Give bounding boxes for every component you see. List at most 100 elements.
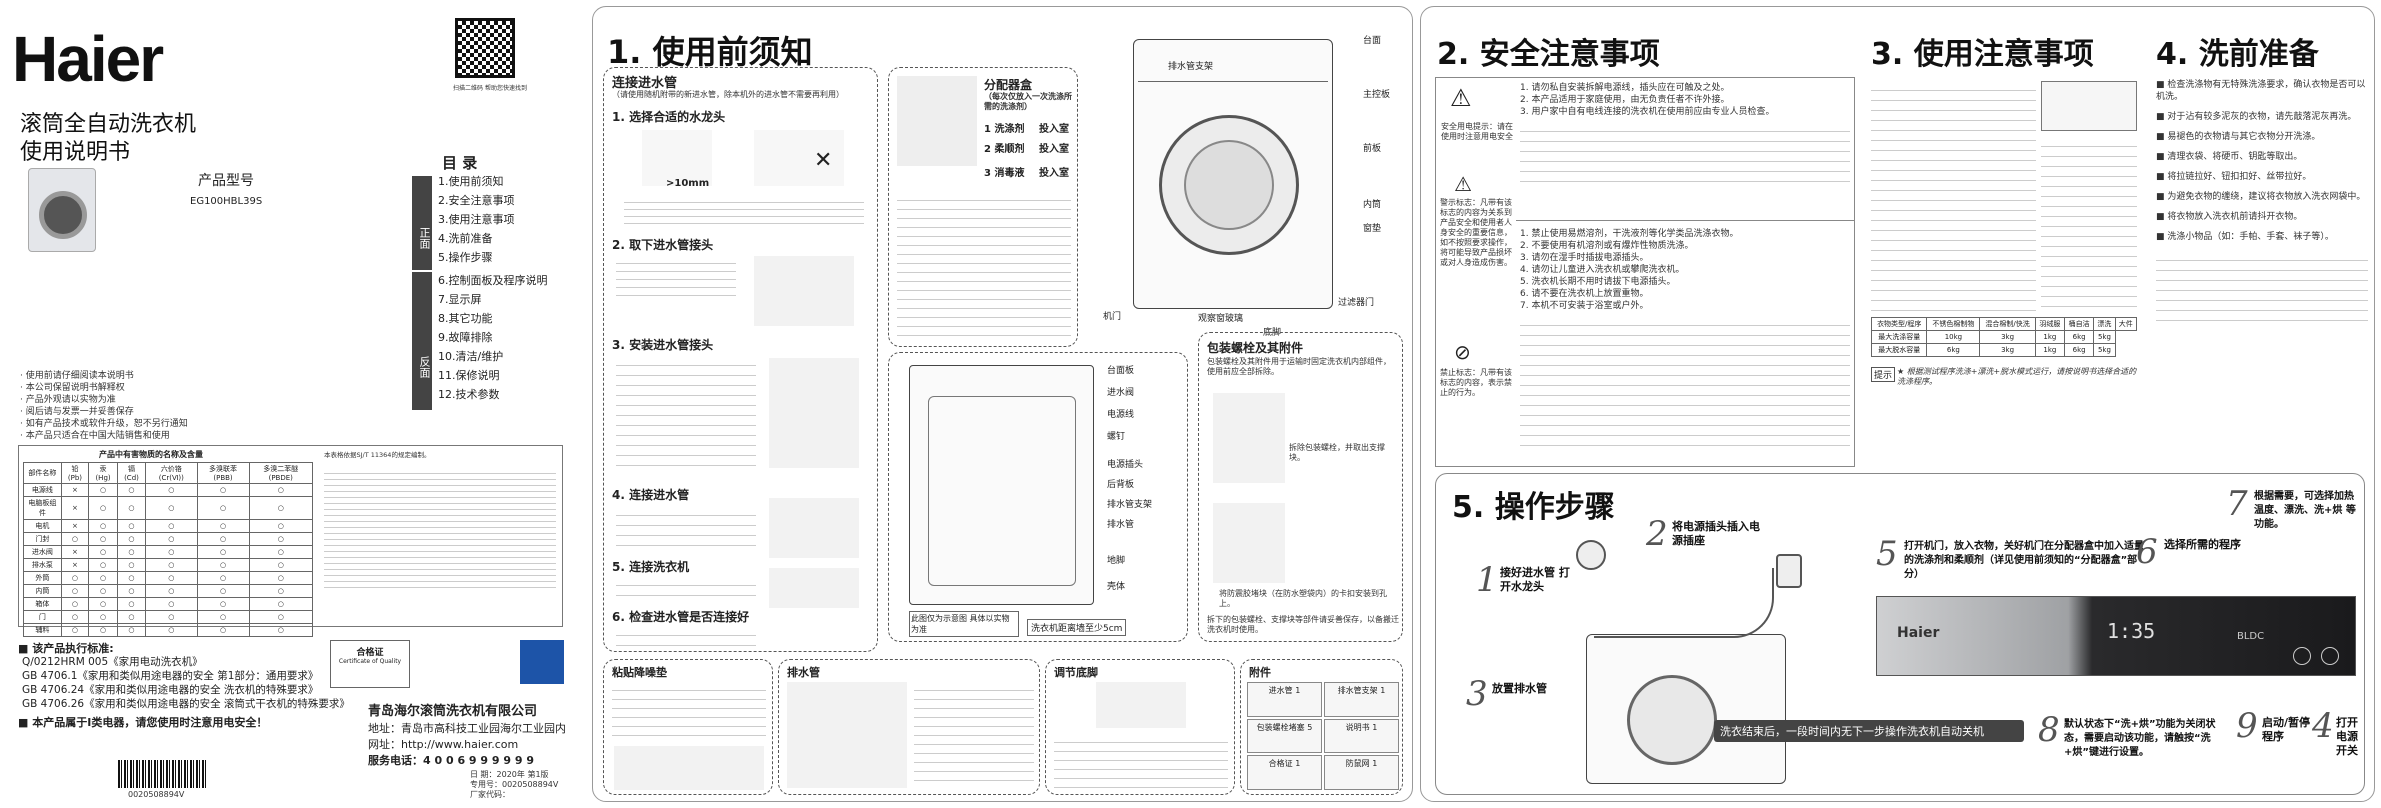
- hose-line: [1594, 568, 1774, 638]
- section1-title: 1. 使用前须知: [607, 33, 813, 71]
- capacity-header: 桶自洁: [2064, 317, 2095, 331]
- toc-item[interactable]: 4.洗前准备: [438, 232, 493, 245]
- step5-image: [769, 568, 859, 608]
- toc-item[interactable]: 2.安全注意事项: [438, 194, 515, 207]
- table-cell: ×: [60, 519, 90, 533]
- cert-label: 合格证: [356, 648, 384, 658]
- table-cell: ○: [248, 610, 314, 624]
- toc-item[interactable]: 3.使用注意事项: [438, 213, 515, 226]
- bolt-image-2: [1213, 503, 1285, 583]
- tip-note: ★ 根据测试程序洗涤+漂洗+脱水模式运行，请按说明书选择合适的洗涤程序。: [1897, 367, 2137, 386]
- capacity-header: 羽绒服: [2034, 317, 2066, 331]
- section5-title: 5. 操作步骤: [1452, 490, 1615, 525]
- table-cell: ○: [248, 623, 314, 637]
- table-cell: 电机: [23, 519, 62, 533]
- hazard-header: 多溴联苯 (PBB): [196, 462, 250, 484]
- step-text: 打开电源开关: [2336, 716, 2358, 757]
- toc-item[interactable]: 5.操作步骤: [438, 251, 493, 264]
- safety-item: 1. 请勿私自安装拆解电源线，插头应在可触及之处。: [1520, 83, 1730, 93]
- back-part: 螺钉: [1107, 432, 1126, 442]
- foot-box: 调节底脚: [1045, 659, 1235, 795]
- table-cell: ○: [60, 571, 90, 585]
- power-button[interactable]: [2321, 647, 2339, 665]
- toc-item[interactable]: 12.技术参数: [438, 388, 500, 401]
- step2-image: [754, 256, 854, 326]
- table-cell: ○: [145, 483, 198, 497]
- step-num: 7: [2226, 484, 2248, 524]
- cross-icon: ✕: [814, 148, 833, 173]
- back-part: 进水阀: [1107, 388, 1135, 398]
- hazard-header: 部件名称: [23, 462, 62, 484]
- factory-code: 厂家代码：: [470, 790, 510, 799]
- service-hotline: 服务电话：4 0 0 6 9 9 9 9 9 9: [368, 754, 535, 767]
- table-cell: ○: [88, 519, 118, 533]
- table-cell: ○: [196, 545, 250, 559]
- table-cell: 外筒: [23, 571, 62, 585]
- step-num: 4: [2312, 706, 2334, 746]
- part-label: 机门: [1103, 312, 1122, 322]
- part-label: 前板: [1363, 144, 1382, 154]
- toc-item[interactable]: 6.控制面板及程序说明: [438, 274, 548, 287]
- table-row: 门封○○○○○○: [23, 532, 314, 546]
- hazard-table: 部件名称铅 (Pb)汞 (Hg)镉 (Cd)六价铬 (Cr(Ⅵ))多溴联苯 (P…: [23, 462, 314, 637]
- disp-item: 2 柔顺剂: [984, 144, 1025, 155]
- capacity-header: 不锈色棉制物: [1926, 317, 1981, 331]
- ban-label: 禁止标志：凡带有该标志的内容，表示禁止的行为。: [1440, 368, 1512, 397]
- front-view: 台面 主控板 排水管支架 前板 内筒 窗垫 机门 过滤器门 观察窗玻璃 底脚: [1093, 29, 1403, 338]
- part-label: 内筒: [1363, 200, 1382, 210]
- toc-item[interactable]: 11.保修说明: [438, 369, 500, 382]
- company-website[interactable]: 网址：http://www.haier.com: [368, 738, 519, 751]
- step2-title: 2. 取下进水管接头: [612, 238, 714, 252]
- table-cell: ○: [196, 584, 250, 598]
- back-part: 排水管: [1107, 520, 1135, 530]
- table-cell: 3kg: [1979, 343, 2036, 357]
- dispenser-title: 分配器盒: [984, 78, 1033, 92]
- section3-title: 3. 使用注意事项: [1871, 37, 2094, 72]
- standard-item: GB 4706.26《家用和类似用途电器的安全 滚筒式干衣机的特殊要求》: [22, 698, 350, 710]
- table-row: 进水阀×○○○○○: [23, 545, 314, 559]
- safety-item: 7. 本机不可安装于浴室或户外。: [1520, 301, 1649, 311]
- inlet-note: （请使用随机附带的新进水管，除本机外的进水管不需要再利用）: [612, 90, 844, 99]
- table-cell: ○: [248, 483, 314, 497]
- table-row: 内筒○○○○○○: [23, 584, 314, 598]
- toc-item[interactable]: 10.清洁/维护: [438, 350, 504, 363]
- prep-item: ■ 洗涤小物品（如：手帕、手套、袜子等）。: [2156, 232, 2334, 242]
- toc-item[interactable]: 7.显示屏: [438, 293, 482, 306]
- table-cell: ×: [60, 545, 90, 559]
- warn-icon-2: ⚠: [1454, 172, 1472, 196]
- toc-item[interactable]: 1.使用前须知: [438, 175, 504, 188]
- bolt-step1: 拆除包装螺栓，并取出支撑块。: [1289, 443, 1385, 462]
- table-cell: ○: [88, 584, 118, 598]
- section1-panel: 1. 使用前须知 连接进水管 （请使用随机附带的新进水管，除本机外的进水管不需要…: [592, 6, 1413, 802]
- back-view-box: 台面板 进水阀 电源线 螺钉 电源插头 后背板 排水管支架 排水管 地脚 壳体 …: [888, 352, 1188, 642]
- table-cell: ×: [60, 483, 90, 497]
- faucet-size-label: >10mm: [666, 178, 710, 189]
- step-num: 5: [1876, 534, 1898, 574]
- note-line: · 本产品只适合在中国大陆销售和使用: [20, 431, 170, 441]
- ban-icon: ⊘: [1454, 340, 1471, 364]
- toc-item[interactable]: 9.故障排除: [438, 331, 493, 344]
- sticker-image: [614, 746, 764, 790]
- sec4-list: ■ 检查洗涤物有无特殊洗涤要求，确认衣物是否可以机洗。 ■ 对于沾有较多泥灰的衣…: [2156, 79, 2368, 321]
- table-cell: ○: [248, 558, 314, 572]
- product-title: 滚筒全自动洗衣机: [20, 112, 197, 137]
- table-cell: 3kg: [1979, 330, 2036, 344]
- back-caption: 此图仅为示意图 具体以实物为准: [909, 611, 1019, 637]
- dispenser-notes: [897, 192, 1071, 340]
- table-cell: 6kg: [2064, 343, 2095, 357]
- table-cell: 辅料: [23, 623, 62, 637]
- start-button[interactable]: [2293, 647, 2311, 665]
- disp-item: 3 消毒液: [984, 168, 1025, 179]
- drain-title: 排水管: [787, 666, 820, 679]
- toc-item[interactable]: 8.其它功能: [438, 312, 493, 325]
- note-line: · 如有产品技术或软件升级，恕不另行通知: [20, 419, 188, 429]
- table-cell: ○: [88, 597, 118, 611]
- hazard-note: 本表格依据SJ/T 11364的规定编制。: [324, 451, 431, 459]
- hazard-fine-print: [324, 468, 556, 588]
- table-cell: ○: [145, 558, 198, 572]
- table-cell: 最大洗涤容量: [1870, 330, 1928, 344]
- table-cell: 排水泵: [23, 558, 62, 572]
- tip-label: 提示: [1871, 367, 1896, 382]
- table-cell: ○: [116, 597, 147, 611]
- table-cell: ○: [116, 519, 147, 533]
